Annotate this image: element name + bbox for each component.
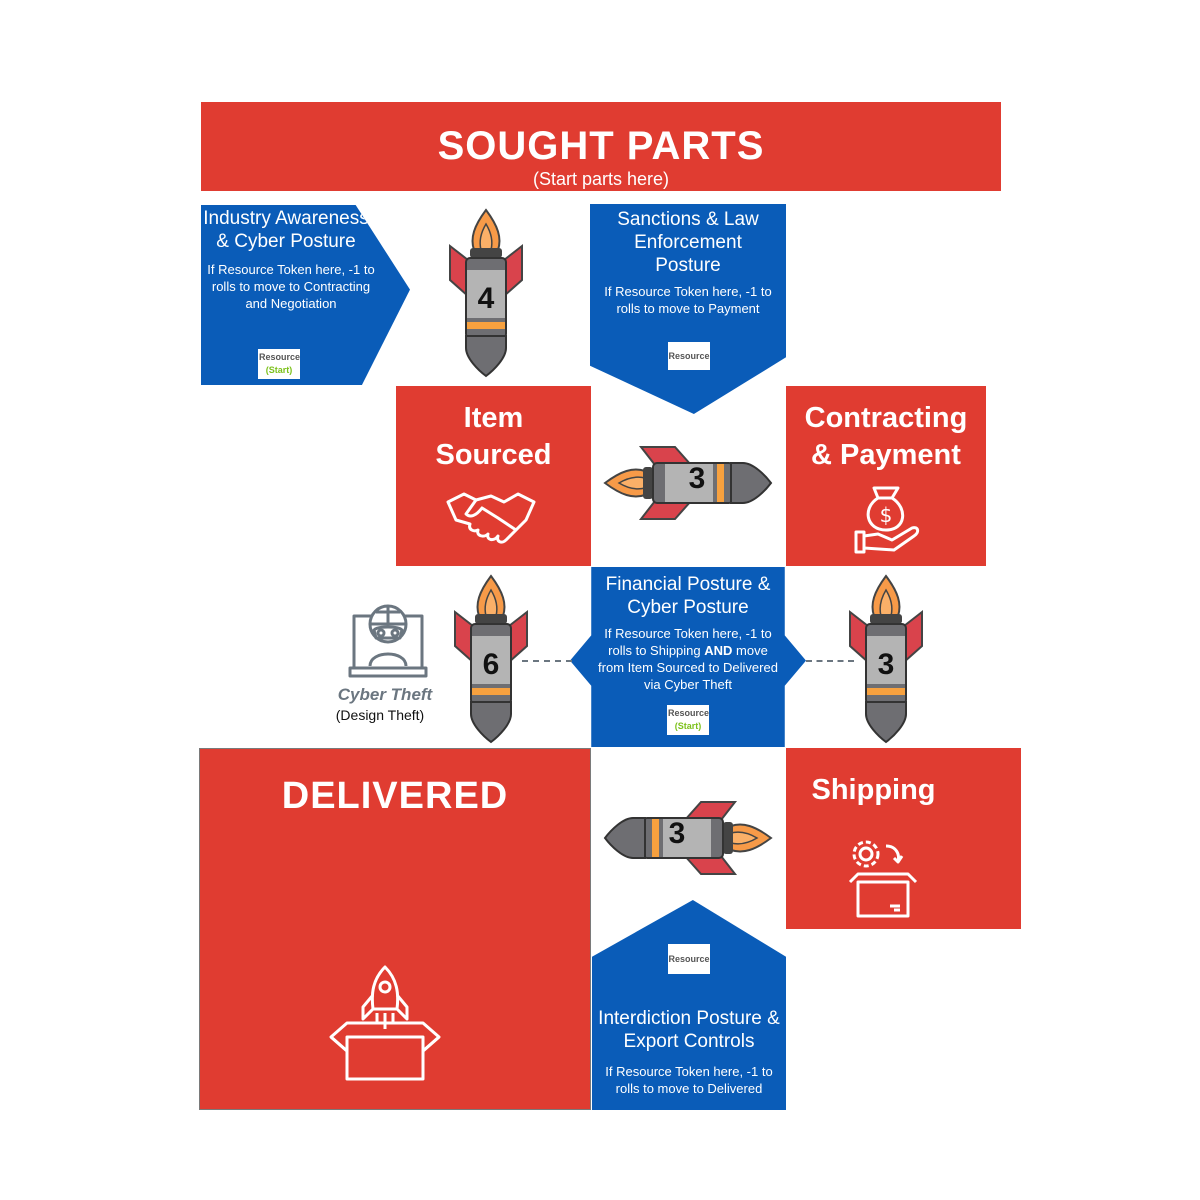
delivered-title: DELIVERED — [281, 775, 509, 817]
shipping-title: Shipping — [811, 774, 936, 806]
dashed-connector — [522, 660, 572, 662]
interdiction-title: Interdiction Posture & Export Controls — [598, 1008, 780, 1052]
interdiction-desc: If Resource Token here, -1 to rolls to m… — [605, 1064, 773, 1096]
token-label: Resource — [259, 352, 301, 362]
industry-desc: If Resource Token here, -1 to rolls to m… — [207, 262, 375, 311]
resource-token[interactable]: Resource — [668, 944, 710, 974]
item-sourced-title: Item Sourced — [435, 402, 552, 471]
rocket-sought-to-item: 4 — [446, 208, 526, 378]
financial-desc: If Resource Token here, -1 to rolls to S… — [598, 626, 778, 692]
money-bag-hand-icon: $ — [854, 486, 920, 554]
header-subtitle: (Start parts here) — [532, 169, 670, 189]
sanctions-posture-block[interactable]: Sanctions & Law Enforcement Posture If R… — [590, 204, 786, 414]
header-title: SOUGHT PARTS — [437, 124, 765, 168]
rocket-item-to-contracting: 3 — [604, 398, 772, 568]
cyber-theft-title: Cyber Theft — [337, 685, 433, 704]
token-start: (Start) — [265, 365, 293, 375]
financial-posture-block[interactable]: Financial Posture & Cyber Posture If Res… — [570, 567, 806, 747]
token-label: Resource — [668, 351, 710, 361]
contracting-title: Contracting & Payment — [804, 402, 968, 471]
sanctions-title: Sanctions & Law Enforcement Posture — [617, 209, 759, 276]
rocket-box-icon — [329, 965, 441, 1081]
financial-title: Financial Posture & Cyber Posture — [605, 574, 771, 618]
dashed-connector — [806, 660, 854, 662]
stage-delivered[interactable]: DELIVERED — [199, 748, 591, 1110]
sought-parts-header: SOUGHT PARTS (Start parts here) — [201, 102, 1001, 191]
stage-shipping[interactable]: Shipping — [786, 748, 1021, 929]
rocket-roll-number: 3 — [877, 648, 895, 681]
resource-token[interactable]: Resource — [668, 342, 710, 370]
stage-item-sourced[interactable]: Item Sourced — [396, 386, 591, 566]
svg-text:$: $ — [880, 503, 893, 527]
sanctions-desc: If Resource Token here, -1 to rolls to m… — [604, 284, 772, 316]
resource-token[interactable]: Resource (Start) — [258, 349, 300, 379]
rocket-roll-number: 3 — [668, 817, 686, 850]
rocket-roll-number: 6 — [482, 648, 500, 681]
industry-title: Industry Awareness & Cyber Posture — [203, 208, 369, 252]
interdiction-posture-block[interactable]: Resource Interdiction Posture & Export C… — [592, 900, 786, 1110]
resource-token[interactable]: Resource (Start) — [667, 705, 709, 735]
rocket-item-to-delivered-cyber: 6 — [451, 574, 531, 744]
hacker-laptop-icon — [348, 604, 428, 678]
rocket-roll-number: 3 — [688, 462, 706, 495]
rocket-roll-number: 4 — [477, 282, 495, 315]
rocket-shipping-to-delivered: 3 — [604, 753, 772, 923]
token-label: Resource — [668, 708, 710, 718]
token-start: (Start) — [674, 721, 702, 731]
cyber-theft-subtitle: (Design Theft) — [335, 707, 425, 723]
stage-contracting-payment[interactable]: Contracting & Payment $ — [786, 386, 986, 566]
handshake-icon — [446, 492, 536, 544]
industry-posture-block[interactable]: Industry Awareness & Cyber Posture If Re… — [201, 205, 410, 385]
rocket-contracting-to-shipping: 3 — [846, 574, 926, 744]
box-gear-icon — [848, 840, 918, 918]
token-label: Resource — [668, 954, 710, 964]
